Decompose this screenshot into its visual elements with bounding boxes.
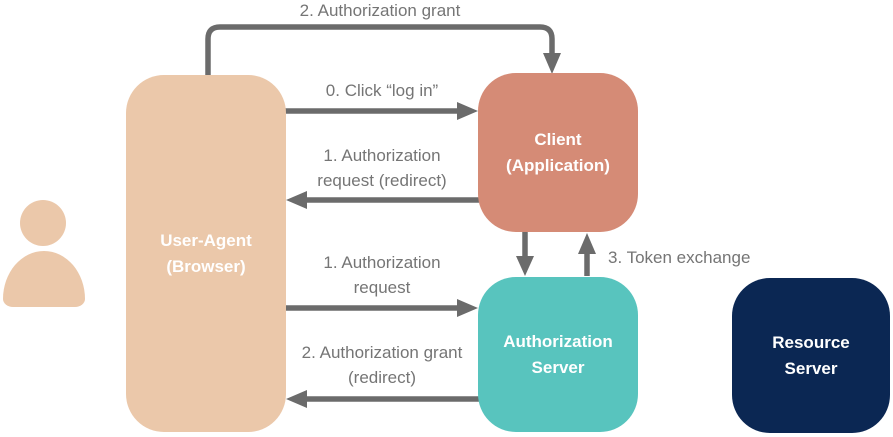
- node-label: Server: [531, 357, 585, 377]
- node-resource-server: Resource Server: [732, 278, 890, 433]
- node-label: Client: [534, 129, 582, 149]
- node-label: Resource: [772, 332, 850, 352]
- edge-label-authorization-request: 1. Authorization request: [323, 253, 441, 297]
- node-label: User-Agent: [160, 230, 252, 250]
- edge-label-authorization-grant: 2. Authorization grant: [299, 1, 461, 20]
- node-label: (Browser): [166, 256, 246, 276]
- node-label: Server: [784, 358, 838, 378]
- node-label: (Application): [506, 155, 610, 175]
- arrow-click-log-in: [285, 102, 478, 120]
- person-head: [20, 200, 66, 246]
- node-authorization-server: Authorization Server: [478, 277, 638, 432]
- edge-label-authorization-grant-redirect: 2. Authorization grant (redirect): [301, 343, 463, 387]
- arrow-authorization-grant: [205, 24, 561, 77]
- edge-label-token-exchange: 3. Token exchange: [608, 248, 751, 267]
- arrow-token-exchange-down: [516, 231, 534, 276]
- node-client: Client (Application): [478, 73, 638, 232]
- node-user-agent: User-Agent (Browser): [126, 75, 286, 432]
- arrow-authorization-request-redirect: [286, 191, 479, 209]
- arrow-token-exchange-up: [578, 233, 596, 276]
- edge-label-authorization-request-redirect: 1. Authorization request (redirect): [317, 146, 447, 190]
- arrow-authorization-grant-redirect: [286, 390, 479, 408]
- arrow-authorization-request: [285, 299, 478, 317]
- edge-label-click-log-in: 0. Click “log in”: [325, 81, 439, 100]
- node-label: Authorization: [503, 331, 613, 351]
